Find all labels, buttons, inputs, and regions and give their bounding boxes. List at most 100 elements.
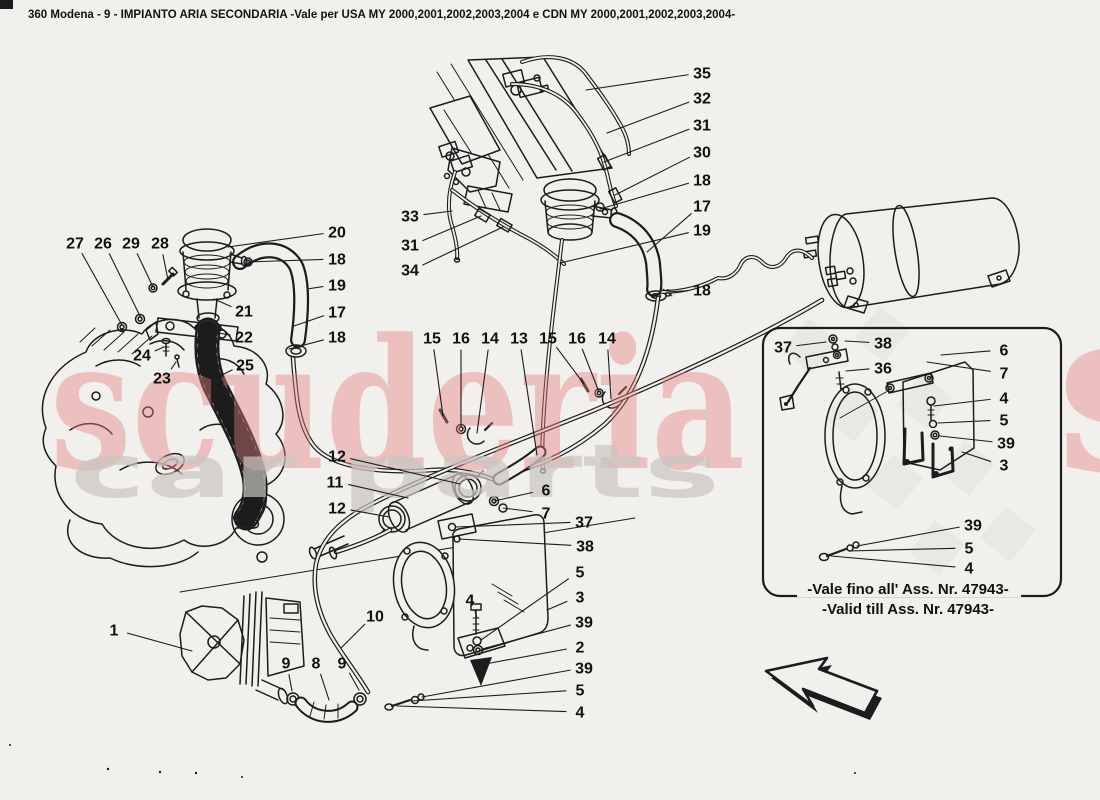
- callout-18: 18: [328, 330, 346, 347]
- callout-37: 37: [575, 515, 593, 532]
- leader-line-12: [350, 509, 390, 518]
- intake-valve-drawing: [116, 228, 310, 531]
- callout-19: 19: [328, 278, 346, 295]
- leader-line-7: [502, 507, 533, 513]
- leader-line-14: [476, 349, 489, 434]
- leader-line-18: [665, 290, 689, 293]
- callout-18: 18: [693, 283, 711, 300]
- leader-line-3: [546, 600, 568, 611]
- callout-4: 4: [1000, 391, 1009, 408]
- callout-17: 17: [693, 199, 711, 216]
- leader-line-8: [320, 673, 330, 701]
- leader-line-3: [961, 451, 992, 463]
- leader-line-37: [455, 521, 571, 528]
- leader-line-24: [154, 346, 165, 352]
- vacuum-hoses-drawing: [446, 55, 631, 266]
- leader-line-27: [81, 252, 123, 326]
- leader-line-37: [796, 341, 827, 347]
- callout-34: 34: [401, 263, 419, 280]
- leader-line-32: [606, 101, 690, 134]
- leader-line-15: [433, 349, 444, 417]
- callout-39: 39: [964, 518, 982, 535]
- leader-line-9: [348, 672, 360, 691]
- leader-line-38: [844, 340, 870, 343]
- callout-4: 4: [466, 593, 475, 610]
- leader-line-13: [520, 349, 538, 456]
- corner-mark: [0, 0, 13, 9]
- callout-33: 33: [401, 209, 419, 226]
- leader-line-35: [585, 74, 689, 91]
- air-pump-drawing: [179, 297, 825, 723]
- leader-line-19: [559, 232, 689, 264]
- leader-line-4: [396, 705, 567, 713]
- callout-26: 26: [94, 236, 112, 253]
- leader-line-25: [215, 369, 233, 379]
- callout-36: 36: [874, 361, 892, 378]
- callout-2: 2: [576, 640, 585, 657]
- callout-25: 25: [236, 358, 254, 375]
- leader-line-39: [421, 669, 571, 698]
- watermark-brand: scuderia: [50, 300, 745, 511]
- callout-15: 15: [539, 331, 557, 348]
- callout-18: 18: [693, 173, 711, 190]
- leader-line-17: [293, 315, 325, 327]
- callout-28: 28: [151, 236, 169, 253]
- leader-line-18: [246, 258, 324, 263]
- callout-7: 7: [1000, 366, 1009, 383]
- callout-39: 39: [997, 436, 1015, 453]
- callout-6: 6: [1000, 343, 1009, 360]
- leader-line-34: [422, 226, 504, 266]
- leader-line-11: [348, 484, 409, 499]
- callout-5: 5: [576, 565, 585, 582]
- callout-6: 6: [542, 483, 551, 500]
- page-title: 360 Modena - 9 - IMPIANTO ARIA SECONDARI…: [28, 9, 736, 21]
- callout-35: 35: [693, 66, 711, 83]
- leader-line-20: [227, 233, 324, 248]
- callout-19: 19: [693, 223, 711, 240]
- callout-18: 18: [328, 252, 346, 269]
- heat-shield-drawing: [384, 513, 549, 711]
- leader-line-23: [170, 361, 177, 370]
- callout-8: 8: [312, 656, 321, 673]
- leader-line-5: [411, 690, 567, 702]
- callout-15: 15: [423, 331, 441, 348]
- callout-30: 30: [693, 145, 711, 162]
- leader-line-38: [458, 538, 572, 546]
- leader-line-4: [933, 398, 991, 407]
- leader-line-17: [646, 213, 692, 253]
- callout-4: 4: [965, 561, 974, 578]
- callout-23: 23: [153, 371, 171, 388]
- callout-39: 39: [575, 615, 593, 632]
- callout-39: 39: [575, 661, 593, 678]
- callout-31: 31: [401, 238, 419, 255]
- leader-line-6: [940, 350, 991, 356]
- leader-line-30: [614, 156, 690, 196]
- callout-31: 31: [693, 118, 711, 135]
- leader-line-12: [350, 458, 461, 485]
- leader-line-16: [581, 348, 600, 393]
- callout-3: 3: [1000, 458, 1009, 475]
- callout-22: 22: [235, 330, 253, 347]
- leader-line-33: [423, 210, 453, 216]
- leader-line-10: [340, 623, 366, 649]
- callout-5: 5: [965, 541, 974, 558]
- leader-line-22: [206, 330, 231, 336]
- callout-9: 9: [338, 656, 347, 673]
- callout-4: 4: [576, 705, 585, 722]
- leader-line-39: [481, 624, 572, 650]
- callout-12: 12: [328, 449, 346, 466]
- leader-line-7: [926, 361, 991, 372]
- callout-24: 24: [133, 348, 151, 365]
- callout-20: 20: [328, 225, 346, 242]
- leader-line-18: [599, 182, 690, 210]
- leader-line-19: [306, 286, 324, 290]
- leader-line-4: [830, 555, 956, 568]
- callout-11: 11: [327, 475, 344, 492]
- callout-9: 9: [282, 656, 291, 673]
- leader-line-28: [162, 254, 169, 281]
- inset-panel: -Vale fino all' Ass. Nr. 47943- -Valid t…: [761, 306, 1063, 618]
- callout-10: 10: [366, 609, 384, 626]
- leader-line-9: [288, 674, 293, 692]
- leader-line-31: [603, 128, 690, 163]
